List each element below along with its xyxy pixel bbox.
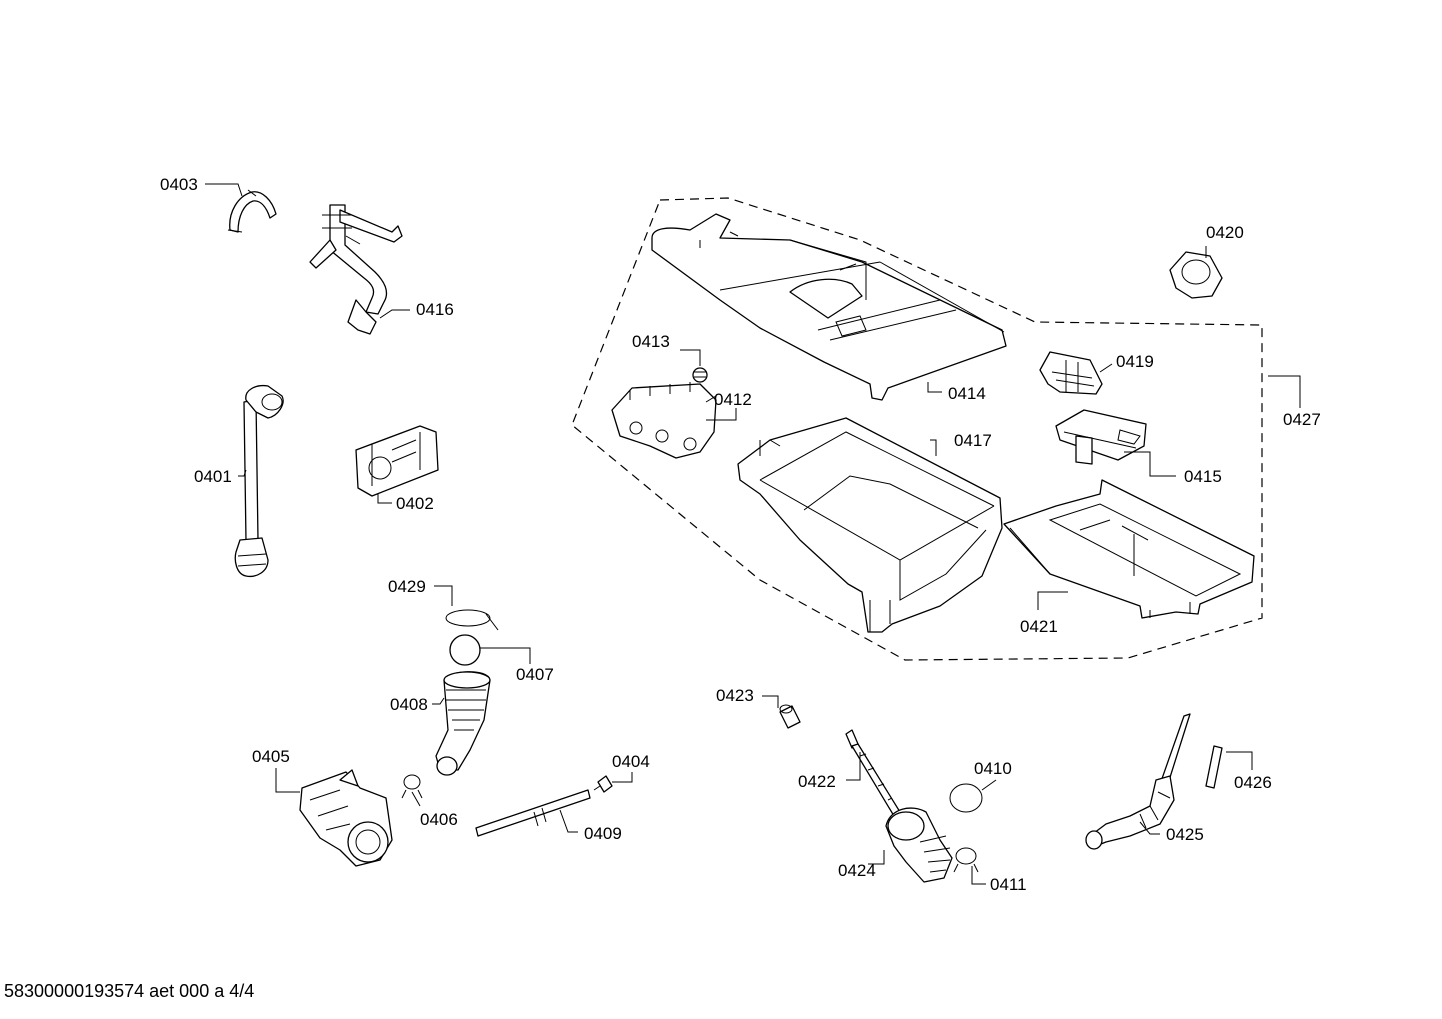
part-0420-sensor bbox=[1169, 246, 1223, 299]
part-0425-curved-hose bbox=[1085, 713, 1191, 850]
part-0414-dispenser-cover bbox=[651, 213, 1007, 401]
part-0416-hose-assembly bbox=[309, 204, 410, 335]
label-0403: 0403 bbox=[160, 175, 198, 194]
label-0406: 0406 bbox=[420, 810, 458, 829]
label-0424: 0424 bbox=[838, 861, 876, 880]
label-0427: 0427 bbox=[1283, 410, 1321, 429]
part-0422-vent-hose bbox=[845, 729, 901, 817]
part-0411-clamp bbox=[953, 847, 986, 885]
label-0416: 0416 bbox=[416, 300, 454, 319]
label-0404: 0404 bbox=[612, 752, 650, 771]
label-0408: 0408 bbox=[390, 695, 428, 714]
label-0413: 0413 bbox=[632, 332, 670, 351]
part-0429-seal-ring bbox=[434, 585, 499, 631]
part-0401-drain-hose bbox=[234, 384, 284, 578]
label-0417: 0417 bbox=[954, 431, 992, 450]
document-id-footer: 58300000193574 aet 000 a 4/4 bbox=[4, 981, 255, 1001]
part-0408-bellows-sleeve bbox=[432, 671, 491, 776]
part-0417-dispenser-housing bbox=[737, 417, 1003, 633]
part-0412-valve-block bbox=[611, 382, 737, 459]
label-0423: 0423 bbox=[716, 686, 754, 705]
label-0414: 0414 bbox=[948, 384, 986, 403]
part-0406-clamp bbox=[401, 774, 423, 807]
part-0426-short-tube bbox=[1205, 745, 1253, 789]
part-0409-long-hose bbox=[475, 789, 591, 837]
label-0407: 0407 bbox=[516, 665, 554, 684]
part-0423-sleeve bbox=[762, 695, 801, 729]
part-0427-assembly-leader bbox=[1268, 375, 1301, 408]
label-0429: 0429 bbox=[388, 577, 426, 596]
part-0421-detergent-drawer bbox=[1003, 479, 1255, 619]
assembly-boundary-0427 bbox=[571, 197, 1263, 661]
label-0409: 0409 bbox=[584, 824, 622, 843]
part-0407-ball bbox=[449, 634, 531, 666]
label-0401: 0401 bbox=[194, 467, 232, 486]
label-0422: 0422 bbox=[798, 772, 836, 791]
part-0405-drain-pump bbox=[275, 768, 393, 867]
part-0404-connector bbox=[593, 772, 633, 793]
label-0411: 0411 bbox=[990, 875, 1027, 894]
part-0402-bracket bbox=[355, 425, 439, 504]
label-0426: 0426 bbox=[1234, 773, 1272, 792]
part-0419-insert bbox=[1039, 351, 1113, 395]
label-0425: 0425 bbox=[1166, 825, 1204, 844]
label-0405: 0405 bbox=[252, 747, 290, 766]
label-0410: 0410 bbox=[974, 759, 1012, 778]
part-0403-elbow-hose bbox=[205, 183, 277, 233]
part-0415-siphon bbox=[1055, 409, 1176, 477]
label-0419: 0419 bbox=[1116, 352, 1154, 371]
label-0412: 0412 bbox=[714, 390, 752, 409]
label-0415: 0415 bbox=[1184, 467, 1222, 486]
label-0402: 0402 bbox=[396, 494, 434, 513]
label-0421: 0421 bbox=[1020, 617, 1058, 636]
label-0420: 0420 bbox=[1206, 223, 1244, 242]
part-0424-drain-elbow bbox=[868, 807, 953, 883]
part-0413-fitting bbox=[680, 349, 708, 383]
part-0410-ring bbox=[949, 779, 997, 813]
